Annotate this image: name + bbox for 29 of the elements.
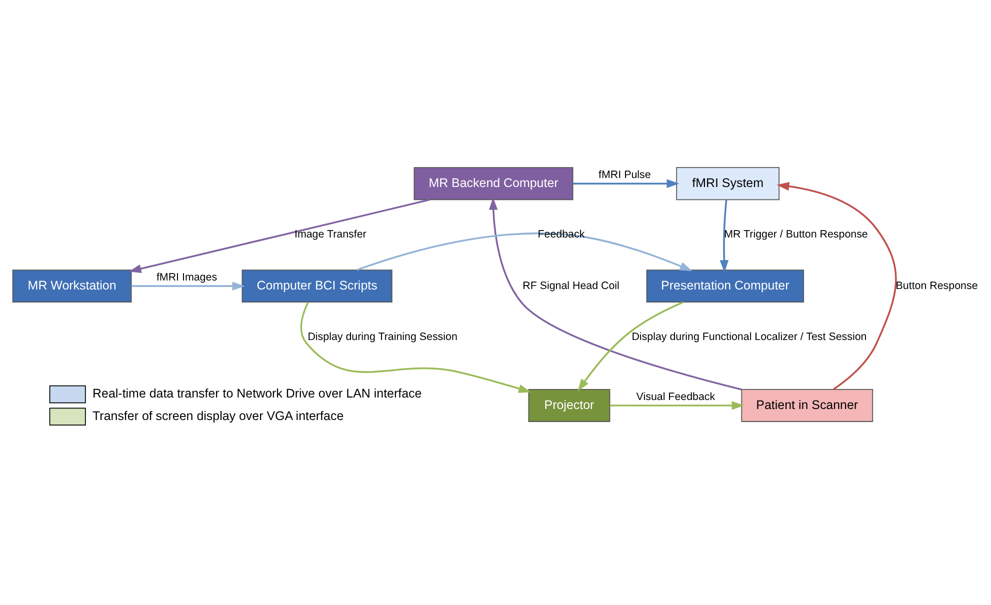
node-box: Computer BCI Scripts (242, 269, 392, 302)
edge-label: RF Signal Head Coil (522, 279, 620, 292)
arrow (488, 196, 742, 390)
edge-label: fMRI Pulse (598, 168, 651, 180)
edge-label: Display during Training Session (308, 330, 458, 343)
arrow (610, 400, 744, 410)
arrow (131, 281, 245, 290)
legend-label: Real-time data transfer to Network Drive over LAN interface (92, 386, 422, 400)
legend-label: Transfer of screen display over VGA interface (92, 408, 344, 422)
node-box: Presentation Computer (646, 269, 804, 302)
edge-label: Feedback (538, 228, 585, 240)
arrow (776, 181, 897, 390)
node-box: Projector (528, 388, 610, 422)
arrow (356, 232, 692, 270)
node-box: MR Workstation (12, 269, 132, 302)
arrow (720, 199, 729, 272)
node-box: fMRI System (676, 166, 780, 200)
node-box: Patient in Scanner (741, 388, 874, 422)
edge-label: MR Trigger / Button Response (724, 228, 868, 240)
edge-label: Display during Functional Localizer / Test Session (632, 330, 867, 343)
node-box: MR Backend Computer (414, 166, 574, 200)
edge-label: Visual Feedback (636, 390, 716, 402)
edge-label: fMRI Images (156, 270, 218, 283)
edge-label: Image Transfer (294, 228, 366, 240)
arrow (300, 301, 532, 392)
arrow (572, 178, 680, 188)
arrow (128, 198, 430, 272)
arrow (578, 300, 684, 391)
edge-label: Button Response (896, 279, 978, 292)
